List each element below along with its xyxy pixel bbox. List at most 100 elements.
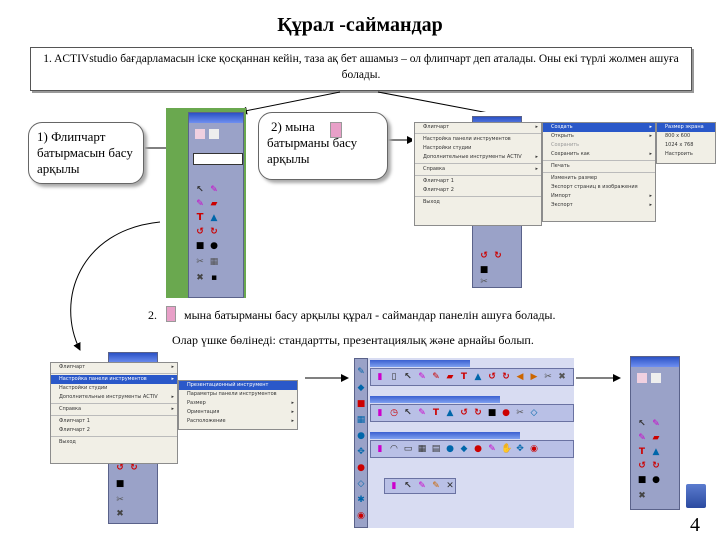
flipchart-icon[interactable]	[637, 373, 647, 383]
menu-item[interactable]: Флипчарт▸	[423, 124, 538, 130]
menu-item[interactable]: Дополнительные инструменты ACTIV▸	[423, 154, 538, 160]
tools-icon[interactable]: ✂	[544, 372, 552, 382]
menu-item[interactable]: Настройка панели инструментов	[423, 136, 511, 142]
move-icon[interactable]: ✥	[357, 447, 365, 457]
record-icon[interactable]: ◉	[530, 444, 538, 454]
highlighter-icon[interactable]: ✎	[196, 199, 204, 209]
menu-item[interactable]: Презентационный инструмент	[179, 381, 297, 390]
dice-icon[interactable]: ◆	[460, 444, 468, 454]
page-icon[interactable]	[209, 129, 219, 139]
stop-icon[interactable]: ●	[357, 463, 365, 473]
menu-item[interactable]: Флипчарт 1	[59, 418, 90, 424]
star-icon[interactable]: ✱	[357, 495, 365, 505]
pen-icon[interactable]: ✎	[418, 372, 426, 382]
camera-icon[interactable]: ■	[195, 241, 205, 251]
camera-icon[interactable]: ■	[479, 265, 489, 275]
menu-item[interactable]: Расположение▸	[187, 418, 294, 424]
menu-item[interactable]: Дополнительные инструменты ACTIV▸	[59, 394, 174, 400]
pen-icon[interactable]: ✎	[357, 367, 365, 377]
menu-item[interactable]: Изменить размер	[551, 175, 598, 181]
pointer-icon[interactable]: ↖	[638, 419, 646, 429]
menu-item[interactable]: Настройки студии	[423, 145, 472, 151]
menu-item[interactable]: Параметры панели инструментов	[187, 391, 277, 397]
undo-icon[interactable]: ↺	[460, 408, 468, 418]
wrench-icon[interactable]: ✖	[116, 509, 124, 519]
menu-item[interactable]: Настроить	[665, 151, 693, 157]
flipchart-icon[interactable]: ▮	[391, 481, 397, 491]
eraser-icon[interactable]: ▰	[446, 372, 454, 382]
grid-icon[interactable]: ▦	[417, 444, 427, 454]
menu-item[interactable]: Сохранить как▸	[551, 151, 652, 157]
grid-icon[interactable]: ▦	[356, 415, 366, 425]
menu-item[interactable]: Печать	[551, 163, 570, 169]
menu-item[interactable]: Настройка панели инструментов▸	[51, 375, 177, 384]
record-icon[interactable]: ◉	[357, 511, 365, 521]
camera-icon[interactable]: ■	[115, 479, 125, 489]
grid-icon[interactable]: ▦	[209, 257, 219, 267]
pen-icon[interactable]: ✎	[488, 444, 496, 454]
eraser-icon[interactable]: ▰	[652, 433, 660, 443]
menu-item[interactable]: Импорт▸	[551, 193, 652, 199]
menu-item[interactable]: Создать▸	[543, 123, 655, 132]
wrench-icon[interactable]: ✖	[196, 273, 204, 283]
flipchart-icon[interactable]	[195, 129, 205, 139]
eraser-icon[interactable]: ▰	[210, 199, 218, 209]
flipchart-icon[interactable]: ▮	[377, 408, 383, 418]
text-icon[interactable]: T	[196, 212, 204, 223]
spotlight-icon[interactable]: ●	[502, 408, 510, 418]
highlighter-icon[interactable]: ✎	[638, 433, 646, 443]
fill-icon[interactable]: ▲	[210, 213, 218, 223]
link-icon[interactable]: ◇	[357, 479, 365, 489]
menu-item[interactable]: Размер экрана	[657, 123, 715, 132]
stop-icon[interactable]: ●	[474, 444, 482, 454]
fill-icon[interactable]: ▲	[652, 447, 660, 457]
trash-icon[interactable]	[686, 484, 706, 508]
menu-item[interactable]: Открыть▸	[551, 133, 652, 139]
menu-item[interactable]: Экспорт▸	[551, 202, 652, 208]
menu-item[interactable]: Справка▸	[423, 166, 538, 172]
highlighter-icon[interactable]: ✎	[432, 372, 440, 382]
pen-icon[interactable]: ✎	[418, 481, 426, 491]
menu-item[interactable]: Справка▸	[59, 406, 174, 412]
redo-icon[interactable]: ↻	[474, 408, 482, 418]
tools-icon[interactable]: ✂	[196, 257, 204, 267]
menu-item[interactable]: Размер▸	[187, 400, 294, 406]
pointer-icon[interactable]: ↖	[404, 408, 412, 418]
camera-icon[interactable]: ■	[487, 408, 497, 418]
link-icon[interactable]: ◇	[530, 408, 538, 418]
menu-item[interactable]: 1024 x 768	[665, 142, 694, 148]
tools-icon[interactable]: ✂	[516, 408, 524, 418]
globe-icon[interactable]: ●	[446, 444, 454, 454]
menu-item[interactable]: Флипчарт▸	[59, 364, 174, 370]
menu-item[interactable]: Настройки студии	[59, 385, 108, 391]
move-icon[interactable]: ✥	[516, 444, 524, 454]
redo-icon[interactable]: ↻	[502, 372, 510, 382]
hand-icon[interactable]: ✋	[501, 444, 513, 454]
tools-icon[interactable]: ✂	[116, 495, 124, 505]
wrench-icon[interactable]: ✖	[638, 491, 646, 501]
text-icon[interactable]: T	[460, 372, 468, 382]
menu-item[interactable]: Выход	[59, 439, 76, 445]
redo-icon[interactable]: ↻	[130, 463, 138, 473]
pointer-icon[interactable]: ↖	[196, 185, 204, 195]
pointer-icon[interactable]: ↖	[404, 481, 412, 491]
undo-icon[interactable]: ↺	[480, 251, 488, 261]
close-icon[interactable]: ✕	[446, 481, 454, 491]
text-icon[interactable]: T	[432, 408, 440, 418]
fill-icon[interactable]: ▲	[446, 408, 454, 418]
undo-icon[interactable]: ↺	[196, 227, 204, 237]
menu-item[interactable]: Флипчарт 2	[59, 427, 90, 433]
pen-icon[interactable]: ✎	[652, 419, 660, 429]
menu-item[interactable]: Флипчарт 2	[423, 187, 454, 193]
cube-icon[interactable]: ■	[356, 399, 366, 409]
undo-icon[interactable]: ↺	[116, 463, 124, 473]
calculator-icon[interactable]: ▤	[431, 444, 441, 454]
undo-icon[interactable]: ↺	[488, 372, 496, 382]
redo-icon[interactable]: ↻	[494, 251, 502, 261]
redo-icon[interactable]: ↻	[210, 227, 218, 237]
back-icon[interactable]: ◀	[516, 372, 524, 382]
tools-icon[interactable]: ✂	[480, 277, 488, 287]
page-icon[interactable]	[651, 373, 661, 383]
spotlight-icon[interactable]: ●	[652, 475, 660, 485]
clock-icon[interactable]: ◷	[390, 408, 398, 418]
